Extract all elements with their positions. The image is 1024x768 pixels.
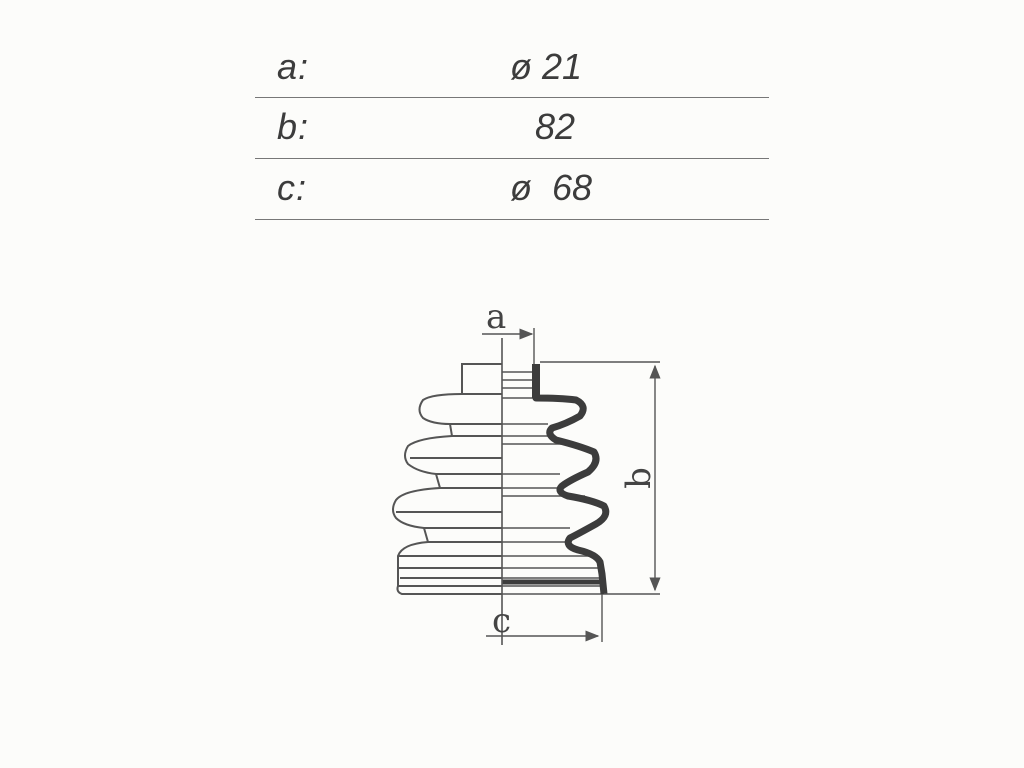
boot-exterior-half: [392, 363, 502, 595]
dimension-label: b:: [277, 106, 310, 147]
dimension-a-label: a: [486, 297, 506, 337]
dimension-value: ø 21: [510, 46, 583, 87]
dimension-label: c:: [277, 167, 308, 208]
dimension-c-indicator: c: [486, 594, 603, 642]
dimension-b-label: b: [619, 467, 659, 489]
dimension-value: ø 68: [510, 167, 593, 208]
dimension-row-b: b: 82: [255, 98, 769, 159]
dimension-a-indicator: a: [482, 297, 535, 364]
dimension-value: 82: [535, 106, 576, 147]
boot-section-half: [502, 364, 610, 595]
dimension-label: a:: [277, 46, 310, 87]
dimension-b-indicator: b: [540, 361, 661, 595]
dimensions-table: a: ø 21 b: 82 c: ø 68: [255, 38, 769, 220]
dimension-row-c: c: ø 68: [255, 159, 769, 220]
dimension-row-a: a: ø 21: [255, 38, 769, 98]
dimension-c-label: c: [492, 601, 511, 641]
